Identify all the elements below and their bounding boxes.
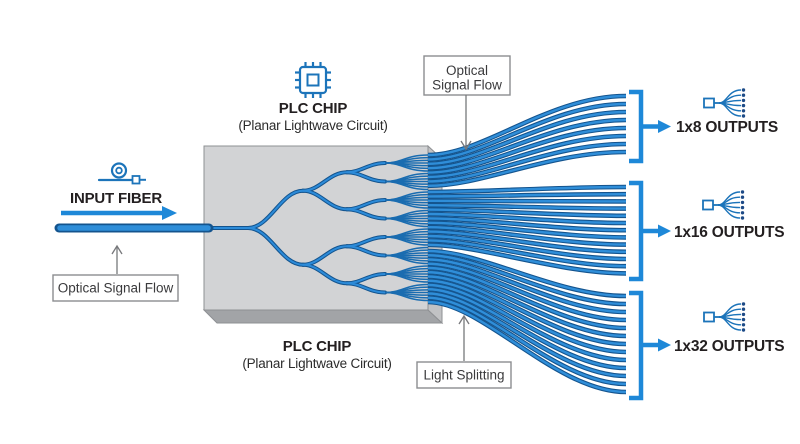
splitter-fanout-icon <box>703 301 747 333</box>
callout-light-splitting: Light Splitting <box>416 314 512 389</box>
output-1x32-group: 1x32 OUTPUTS <box>629 290 785 401</box>
callout-light-splitting-label: Light Splitting <box>423 368 504 383</box>
microchip-icon <box>295 62 331 98</box>
splitter-fanout-icon <box>703 87 747 119</box>
waveguide-fanouts <box>384 154 429 302</box>
callout-top-arrow <box>460 95 472 151</box>
fiber-bundle-1x32 <box>427 248 627 395</box>
callout-optical-signal-flow-left: Optical Signal Flow <box>52 244 179 302</box>
plc-chip-title-top: PLC CHIP <box>279 100 348 117</box>
waveguide-tree <box>204 161 387 295</box>
callout-light-splitting-arrow <box>458 314 470 361</box>
callout-optical-signal-flow-top: Optical Signal Flow <box>423 55 511 151</box>
bracket-1x16 <box>629 180 644 282</box>
callout-left-arrow <box>111 244 123 274</box>
output-1x16-group: 1x16 OUTPUTS <box>629 180 785 282</box>
input-fiber-label: INPUT FIBER <box>70 190 162 207</box>
output-label-1x32: 1x32 OUTPUTS <box>674 338 784 355</box>
output-label-1x8: 1x8 OUTPUTS <box>676 119 778 136</box>
output-1x8-group: 1x8 OUTPUTS <box>629 87 778 164</box>
bracket-1x8 <box>629 89 644 164</box>
splitter-fanout-icon <box>702 189 746 221</box>
input-flow-arrow <box>61 206 177 220</box>
fiber-bundle-1x8 <box>427 93 627 189</box>
callout-left-label: Optical Signal Flow <box>58 281 174 296</box>
callout-top-line2: Signal Flow <box>432 78 502 93</box>
fiber-bundle-1x16 <box>427 184 627 276</box>
plc-chip-subtitle-top: (Planar Lightwave Circuit) <box>238 118 387 133</box>
bracket-1x32 <box>629 290 644 401</box>
fiber-spool-icon <box>97 162 146 185</box>
output-label-1x16: 1x16 OUTPUTS <box>674 224 784 241</box>
plc-chip-title-bottom: PLC CHIP <box>283 338 352 355</box>
plc-chip-subtitle-bottom: (Planar Lightwave Circuit) <box>242 356 391 371</box>
callout-top-line1: Optical <box>446 63 488 78</box>
